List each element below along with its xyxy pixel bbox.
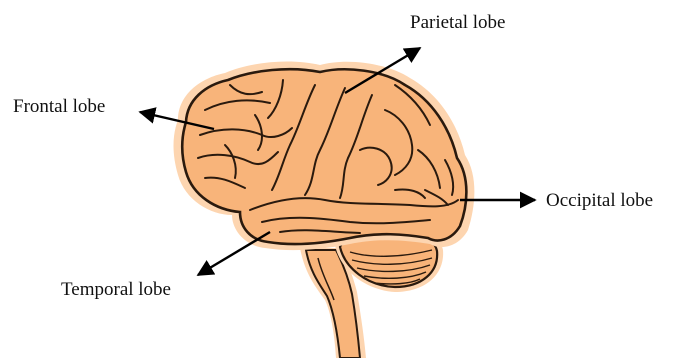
temporal-lobe-label: Temporal lobe	[61, 280, 171, 299]
occipital-lobe-label: Occipital lobe	[546, 191, 653, 210]
parietal-lobe-label: Parietal lobe	[410, 13, 506, 32]
frontal-lobe-label: Frontal lobe	[13, 97, 105, 116]
arrow-temporal	[198, 232, 270, 275]
